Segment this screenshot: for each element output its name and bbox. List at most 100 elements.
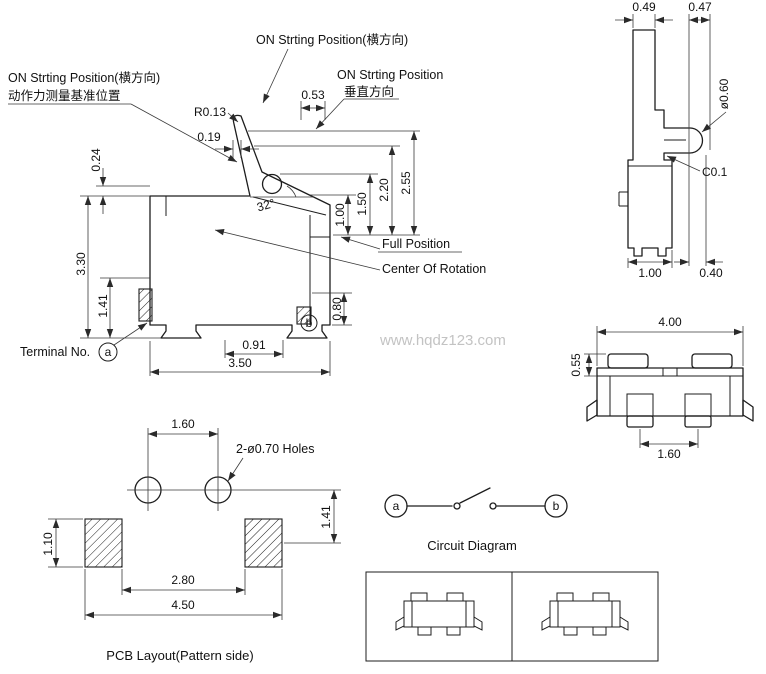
circuit-diagram: a b Circuit Diagram [384,487,568,553]
dim-160-pcb-label: 1.60 [171,417,195,431]
orientation-view-left [395,592,483,636]
mini-foot [541,616,551,631]
center-of-rotation-label: Center Of Rotation [382,262,486,276]
dim-chamfer-label: C0.1 [702,165,728,179]
leader-on-left [130,103,238,163]
pcb-extension-lines [48,428,341,620]
switch-body-outline [149,114,331,339]
dim-110-label: 1.10 [41,532,55,556]
circuit-contact-left [453,502,461,510]
mini-bump [592,592,610,602]
orientation-view-right [541,592,629,636]
dim-450-label: 4.50 [171,598,195,612]
circuit-diagram-title: Circuit Diagram [427,538,517,553]
leader-dia-060 [701,111,727,133]
circuit-contact-right [489,502,497,510]
dim-053-label: 0.53 [301,88,325,102]
pcb-pad-left [84,518,123,568]
mini-pad [592,626,607,636]
dim-049-label: 0.49 [632,0,656,14]
terminal-b-marker [300,314,318,332]
front-bump-left [607,353,649,369]
dim-radius-label: R0.13 [194,105,226,119]
side-extension-lines [627,14,711,268]
mini-pad [563,626,578,636]
dim-100-label: 1.00 [333,203,347,227]
dim-040-label: 0.40 [699,266,723,280]
mini-body [403,600,475,628]
label-underlines [8,98,462,253]
dim-280-label: 2.80 [171,573,195,587]
circuit-terminal-b-marker [544,494,568,518]
mini-bump [446,592,464,602]
terminal-a-letter: a [105,345,112,359]
dim-091-label: 0.91 [242,338,266,352]
leader-center-of-rotation [214,229,381,271]
on-position-left-label-1: ON Strting Position(横方向) [8,70,160,85]
dim-047-label: 0.47 [688,0,712,14]
on-position-top-label: ON Strting Position(横方向) [256,32,408,47]
circuit-switch-blade [459,487,491,504]
on-position-right-label-1: ON Strting Position [337,68,443,82]
pcb-centerlines [127,469,341,511]
mini-pad [417,626,432,636]
holes-note-label: 2-ø0.70 Holes [236,442,315,456]
front-slot-left [626,393,654,417]
main-side-view: ON Strting Position(横方向) ON Strting Posi… [8,32,506,376]
terminal-b-letter: b [306,316,313,330]
mini-foot [395,616,405,631]
front-extension-lines [584,326,744,448]
dim-024-label: 0.24 [89,148,103,172]
dim-350-label: 3.50 [228,356,252,370]
leader-terminal-a [113,322,148,346]
dim-400-label: 4.00 [658,315,682,329]
front-pad-left [626,415,654,428]
pivot-circle [261,173,283,195]
front-foot-right [742,399,754,422]
mini-bump [410,592,428,602]
circuit-terminal-a-letter: a [393,499,400,513]
on-position-left-label-2: 动作力测量基准位置 [8,88,121,103]
front-body [596,367,744,417]
dim-019-label: 0.19 [197,130,221,144]
mini-body [549,600,621,628]
dim-angle-label: 32° [255,196,276,215]
mini-inner-lines [557,601,613,627]
leader-full-position [340,236,381,250]
pcb-layout-title: PCB Layout(Pattern side) [106,648,253,663]
dim-055-label: 0.55 [569,353,583,377]
mini-pad [446,626,461,636]
mini-foot [473,616,483,631]
front-pad-right [684,415,712,428]
dim-141-label: 1.41 [96,294,110,318]
pcb-layout-view: 1.60 2-ø0.70 Holes 1.10 1.41 2.80 4.50 P… [41,417,341,663]
dim-330-label: 3.30 [74,252,88,276]
pcb-pad-right [244,518,283,568]
side-profile-outline [627,29,704,257]
dim-080-label: 0.80 [330,297,344,321]
front-inner-lines [597,368,743,416]
dim-255-label: 2.55 [399,171,413,195]
dim-220-label: 2.20 [377,178,391,202]
dim-160-front-label: 1.60 [657,447,681,461]
leader-chamfer [666,155,701,172]
leader-on-right [315,98,345,130]
front-foot-left [586,399,598,422]
on-position-right-label-2: 垂直方向 [344,84,394,99]
side-profile-inner-lines [618,139,686,207]
full-position-label: Full Position [382,237,450,251]
leader-radius [227,112,239,123]
orientation-views [365,571,659,662]
watermark: www.hqdz123.com [379,332,506,349]
dim-141-pcb-label: 1.41 [319,505,333,529]
dim-150-label: 1.50 [355,192,369,216]
mini-inner-lines [411,601,467,627]
leader-on-top [262,48,289,104]
front-bump-right [691,353,733,369]
front-view: 4.00 0.55 1.60 [569,315,754,461]
terminal-a-hatch [138,288,153,322]
circuit-terminal-b-letter: b [553,499,560,513]
front-slot-right [684,393,712,417]
